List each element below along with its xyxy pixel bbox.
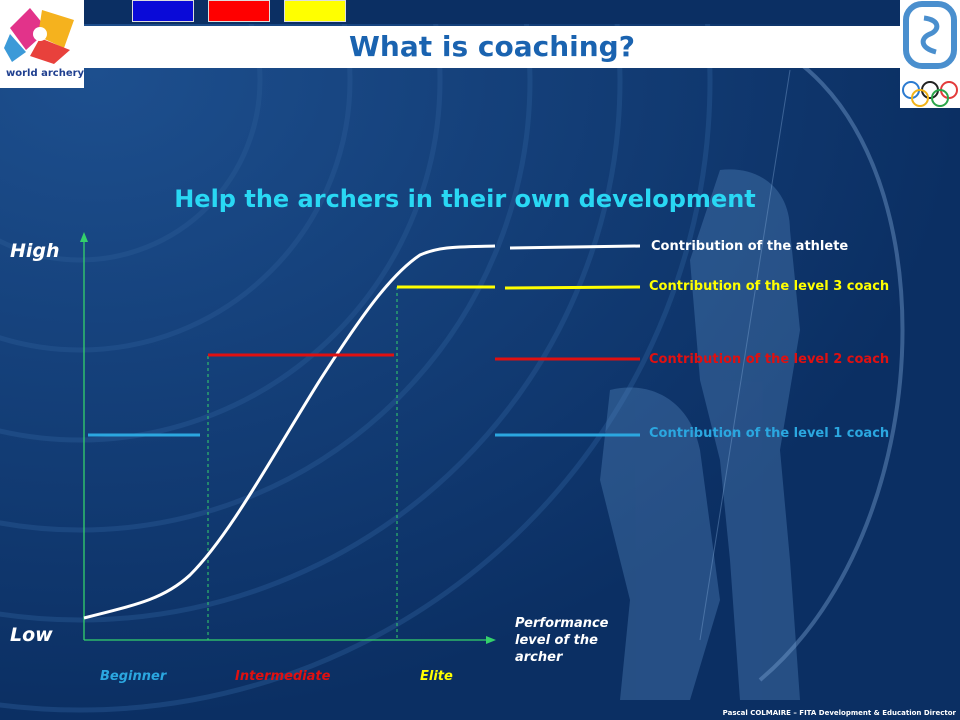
world-archery-logo: world archery [0, 0, 84, 88]
x-axis-arrow [486, 636, 496, 644]
red-swatch [208, 0, 270, 22]
yellow-swatch [284, 0, 346, 22]
footer-credit: Pascal COLMAIRE – FITA Development & Edu… [722, 709, 956, 717]
olympic-rings-icon [902, 1, 958, 107]
page-title: What is coaching? [349, 30, 635, 63]
x-axis-label: Performance level of the archer [515, 616, 609, 665]
legend-level1-coach: Contribution of the level 1 coach [649, 426, 890, 441]
olympic-logo [900, 0, 960, 108]
category-elite: Elite [420, 669, 453, 684]
y-high-label: High [10, 240, 60, 262]
y-low-label: Low [10, 624, 53, 646]
athlete-contribution-curve [83, 244, 496, 620]
subtitle: Help the archers in their own developmen… [174, 185, 756, 213]
logo-text: world archery [6, 68, 85, 79]
category-intermediate: Intermediate [235, 669, 331, 684]
world-archery-emblem-icon [4, 8, 74, 64]
y-axis-arrow [80, 232, 88, 242]
axes [80, 232, 496, 644]
level3-legend-line [504, 285, 641, 290]
archer-silhouette [600, 169, 800, 701]
legend-athlete: Contribution of the athlete [651, 239, 849, 254]
category-beginner: Beginner [100, 669, 167, 684]
title-bar: What is coaching? [84, 26, 900, 68]
legend-level3-coach: Contribution of the level 3 coach [649, 279, 890, 294]
category-dividers [207, 287, 398, 640]
athlete-legend-line [509, 244, 641, 250]
legend-level2-coach: Contribution of the level 2 coach [649, 352, 890, 367]
blue-swatch [132, 0, 194, 22]
